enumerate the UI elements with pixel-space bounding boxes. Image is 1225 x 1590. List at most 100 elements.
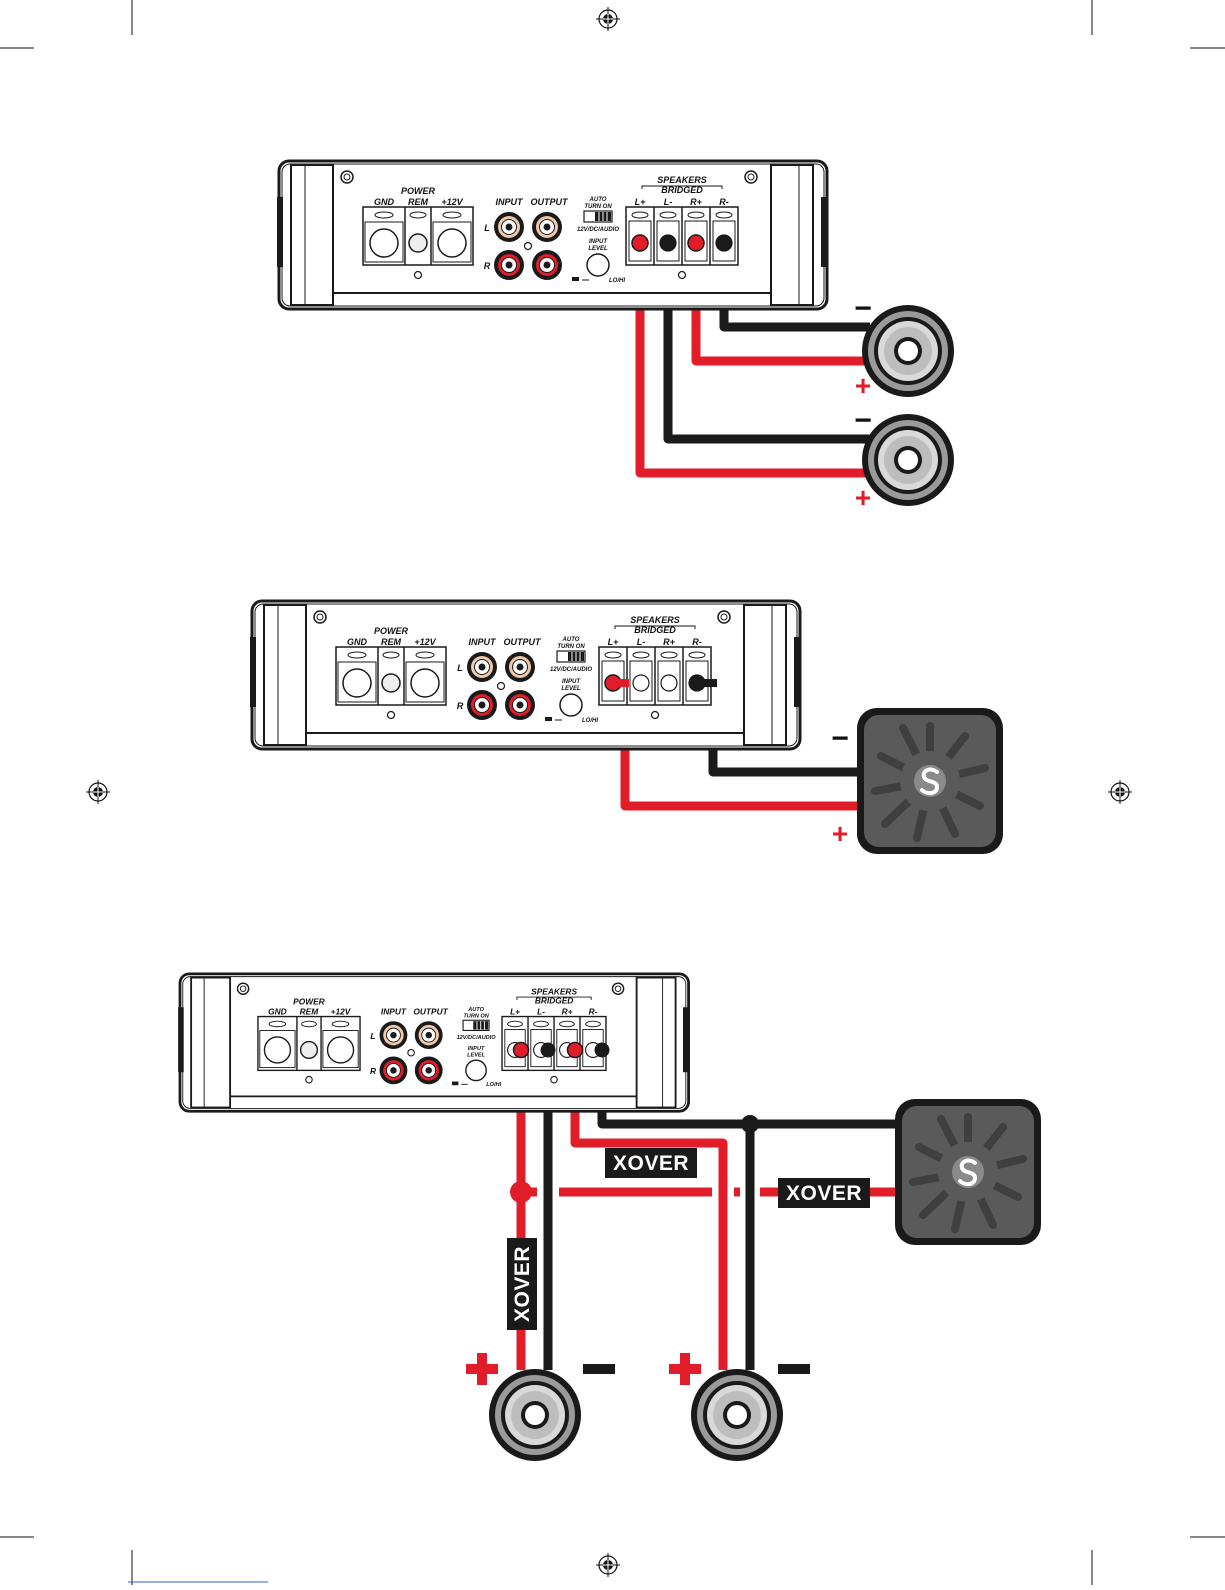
switch-mode-label: 12V/DC/AUDIO (457, 1035, 497, 1041)
plus-sign: + (855, 370, 871, 401)
lo-hi-label: LO/HI (486, 1082, 501, 1088)
plus-sign: + (832, 818, 848, 849)
subwoofer-icon (895, 1099, 1041, 1245)
amplifier-labels: GND POWER REM +12V INPUT OUTPUT L R AUTO… (268, 986, 598, 1088)
crossover-box: XOVER (507, 1238, 537, 1330)
terminal-l-minus-label: L- (637, 637, 646, 647)
amplifier (176, 972, 690, 1113)
diagram-stereo-two-speakers: GND POWER REM +12V INPUT OUTPUT L R AUTO… (275, 159, 954, 513)
xover-label: XOVER (613, 1152, 689, 1175)
lo-hi-label: LO/HI (609, 278, 625, 284)
registration-mark-icon (1107, 779, 1133, 805)
terminal-connection (687, 234, 705, 252)
channel-l-label: L (457, 663, 463, 673)
diagram-crossover-three-way: GND POWER REM +12V INPUT OUTPUT L R AUTO… (176, 972, 1041, 1461)
terminal-connection (540, 1042, 556, 1058)
bridged-label: BRIDGED (634, 625, 676, 635)
switch-mode-label: 12V/DC/AUDIO (577, 227, 619, 233)
v12-label: +12V (441, 197, 463, 207)
registration-mark-icon (85, 779, 111, 805)
terminal-l-plus-label: L+ (608, 637, 619, 647)
channel-l-label: L (484, 223, 490, 233)
wire-junction (741, 1115, 759, 1133)
bridged-label: BRIDGED (535, 996, 573, 1006)
power-label: POWER (374, 626, 409, 636)
terminal-connection (512, 1041, 530, 1059)
svg-text:+: + (482, 1399, 483, 1401)
registration-mark-icon (595, 6, 621, 32)
level-label: LEVEL (588, 246, 608, 252)
wire-positive (635, 243, 870, 478)
channel-r-label: R (370, 1066, 376, 1076)
terminal-r-plus-label: R+ (663, 637, 675, 647)
crossover-box: XOVER (778, 1178, 870, 1208)
terminal-r-plus-label: R+ (690, 197, 702, 207)
terminal-l-plus-label: L+ (635, 197, 646, 207)
level-label: LEVEL (467, 1053, 486, 1059)
terminal-connection (594, 1042, 610, 1058)
rem-label: REM (408, 197, 429, 207)
terminal-connection (566, 1041, 584, 1059)
input-label: INPUT (496, 197, 525, 207)
amplifier: GND POWER REM +12V INPUT OUTPUT L R AUTO… (275, 159, 829, 311)
xover-label: XOVER (511, 1246, 534, 1322)
rem-label: REM (381, 637, 402, 647)
speaker-icon (862, 305, 954, 397)
bridged-label: BRIDGED (661, 185, 703, 195)
input-level-label: INPUT (468, 1046, 485, 1052)
subwoofer-icon (857, 708, 1003, 854)
speakers-label: SPEAKERS (630, 615, 680, 625)
xover-label: XOVER (786, 1182, 862, 1205)
minus-sign: − (854, 292, 872, 325)
speakers-label: SPEAKERS (657, 175, 707, 185)
gnd-label: GND (347, 637, 368, 647)
plus-sign (669, 1353, 701, 1385)
terminal-connection (631, 234, 649, 252)
speaker-icon (691, 1369, 783, 1461)
terminal-r-minus-label: R- (719, 197, 729, 207)
input-label: INPUT (381, 1007, 407, 1017)
terminal-connection (660, 235, 676, 251)
output-label: OUTPUT (413, 1007, 448, 1017)
minus-sign (583, 1364, 615, 1374)
diagram-bridged-subwoofer: GND POWER REM +12V INPUT OUTPUT L R AUTO… (248, 599, 1003, 854)
turn-on-label: TURN ON (557, 644, 585, 650)
minus-sign: − (831, 722, 849, 755)
minus-sign: − (854, 404, 872, 437)
v12-label: +12V (414, 637, 436, 647)
crossover-box: XOVER (605, 1148, 697, 1178)
terminal-l-plus-label: L+ (510, 1007, 520, 1017)
input-level-label: INPUT (589, 239, 608, 245)
turn-on-label: TURN ON (584, 204, 612, 210)
registration-mark-icon (595, 1552, 621, 1578)
minus-sign (778, 1364, 810, 1374)
terminal-l-minus-label: L- (537, 1007, 545, 1017)
speaker-icon (862, 414, 954, 506)
speakers-label: SPEAKERS (531, 986, 577, 996)
terminal-connection (716, 235, 732, 251)
terminal-r-minus-label: R- (692, 637, 702, 647)
input-level-label: INPUT (562, 679, 581, 685)
gnd-label: GND (374, 197, 395, 207)
rem-label: REM (300, 1007, 320, 1017)
v12-label: +12V (331, 1007, 352, 1017)
terminal-l-minus-label: L- (664, 197, 673, 207)
plus-sign: + (855, 482, 871, 513)
channel-r-label: R (457, 701, 464, 711)
output-label: OUTPUT (504, 637, 543, 647)
auto-label: AUTO (467, 1007, 484, 1013)
wire-negative (697, 679, 717, 687)
switch-mode-label: 12V/DC/AUDIO (550, 667, 592, 673)
output-label: OUTPUT (531, 197, 570, 207)
auto-label: AUTO (562, 637, 580, 643)
lo-hi-label: LO/HI (582, 718, 598, 724)
wire-junction (510, 1181, 532, 1203)
level-label: LEVEL (561, 686, 581, 692)
power-label: POWER (401, 186, 436, 196)
auto-label: AUTO (589, 197, 607, 203)
input-label: INPUT (469, 637, 498, 647)
amplifier: GND POWER REM +12V INPUT OUTPUT L R AUTO… (248, 599, 802, 751)
